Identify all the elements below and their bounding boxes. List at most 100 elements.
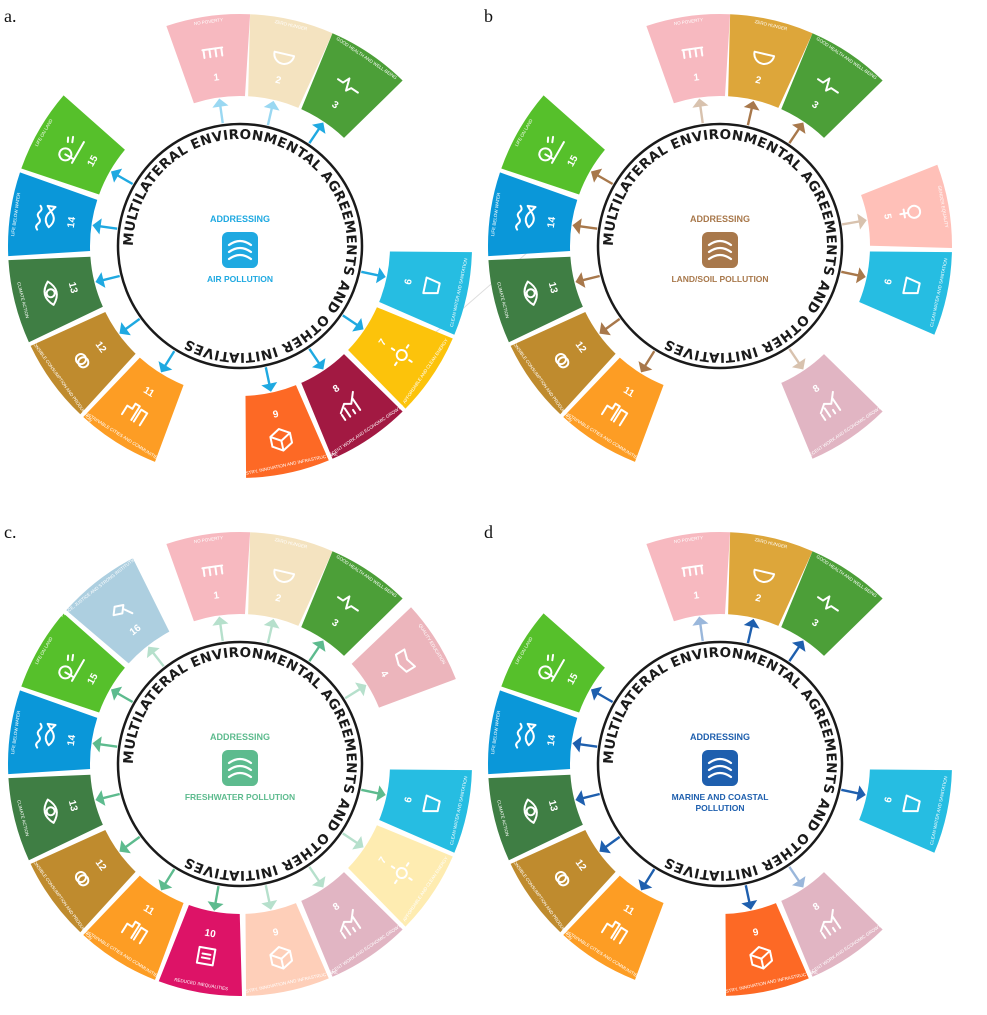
sdg-9-arrowhead (261, 900, 278, 910)
sdg-15-goal-icon (538, 135, 565, 164)
sdg-2-number: 2 (274, 75, 282, 87)
sdg-15-link-arrow (114, 172, 134, 186)
hub-topic-label: MARINE AND COASTAL (672, 792, 769, 802)
sdg-3-goal-icon (817, 77, 839, 94)
sdg-12-goal-icon (554, 353, 570, 369)
sdg-13-link-arrow (99, 274, 120, 283)
sdg-14-title: LIFE BELOW WATER (490, 710, 501, 755)
sdg-9-arrowhead (261, 382, 278, 392)
sdg-1-title: NO POVERTY (674, 535, 704, 544)
sdg-7-arrowhead (352, 835, 364, 850)
sdg-14-arrowhead (92, 736, 102, 753)
sdg-6-goal-icon (422, 276, 441, 295)
sdg-14-link-arrow (97, 224, 118, 230)
sdg-3-goal-icon (337, 77, 359, 94)
sdg-3-link-arrow (308, 643, 322, 662)
sdg-5-link-arrow (841, 219, 863, 226)
sdg-segment-block-15-c (21, 613, 125, 713)
sdg-1-link-arrow (698, 103, 704, 124)
sdg-15-goal-icon (58, 653, 85, 682)
sdg-segment-block-3-b (781, 33, 883, 138)
sdg-12-link-arrow (122, 317, 141, 332)
land-soil-icon (702, 232, 738, 268)
sdg-12-arrowhead (119, 840, 131, 854)
sdg-10-goal-icon (195, 945, 217, 967)
sdg-15-number: 15 (86, 671, 101, 687)
sdg-9-link-arrow (264, 367, 272, 388)
sdg-segment-1-b: 1NO POVERTY (646, 13, 731, 124)
sdg-11-goal-icon (600, 402, 629, 427)
sdg-6-link-arrow (361, 788, 382, 796)
sdg-11-goal-icon (120, 920, 149, 945)
sdg-3-arrowhead (791, 640, 806, 652)
sdg-2-goal-icon (753, 568, 776, 583)
sdg-8-goal-icon (819, 390, 842, 421)
marine-wave-fish-icon (702, 750, 738, 786)
sdg-9-goal-icon (749, 946, 774, 970)
sdg-1-arrowhead (212, 98, 229, 108)
sdg-segment-block-8-b (781, 354, 883, 459)
sdg-2-arrowhead (263, 100, 280, 111)
sdg-8-arrowhead (311, 876, 326, 888)
sdg-14-title: LIFE BELOW WATER (490, 192, 501, 237)
sdg-14-number: 14 (546, 734, 559, 747)
sdg-9-number: 9 (272, 927, 280, 939)
sdg-8-arrowhead (791, 876, 806, 888)
sdg-2-link-arrow (746, 105, 754, 126)
sdg-segment-block-1-d (646, 532, 731, 622)
sdg-segment-block-11-d (563, 875, 664, 980)
sdg-segment-block-16-c (66, 558, 170, 664)
sdg-4-arrowhead (355, 682, 367, 697)
sdg-11-arrowhead (158, 879, 173, 891)
sdg-segment-block-1-a (166, 13, 251, 104)
sdg-segment-1-c: 1NO POVERTY (166, 532, 251, 642)
sdg-12-link-arrow (602, 835, 621, 850)
sdg-11-link-arrow (162, 350, 176, 369)
sdg-13-number: 13 (66, 281, 79, 295)
sdg-1-goal-icon (201, 46, 224, 60)
sdg-6-arrowhead (856, 267, 866, 284)
sdg-9-goal-icon (269, 946, 294, 970)
sdg-1-number: 1 (213, 72, 220, 84)
sdg-15-goal-icon (58, 135, 85, 164)
sdg-6-arrowhead (856, 785, 866, 802)
sdg-3-link-arrow (308, 125, 322, 144)
sdg-9-arrowhead (741, 900, 758, 910)
sdg-15-number: 15 (566, 153, 581, 169)
sdg-10-link-arrow (213, 885, 220, 907)
sdg-segment-block-7-c (348, 825, 453, 927)
wind-icon (222, 232, 258, 268)
sdg-segment-block-7-a (348, 307, 453, 409)
sdg-3-number: 3 (809, 617, 820, 629)
sdg-segment-1-d: 1NO POVERTY (646, 532, 731, 642)
sdg-15-goal-icon (538, 653, 565, 682)
sdg-13-goal-icon (523, 280, 538, 306)
sdg-16-goal-icon (112, 603, 134, 617)
sdg-8-link-arrow (788, 866, 802, 885)
sdg-7-link-arrow (342, 314, 361, 328)
sdg-2-link-arrow (266, 105, 274, 126)
sdg-11-link-arrow (642, 350, 656, 369)
sdg-14-link-arrow (577, 224, 598, 230)
sdg-6-number: 6 (403, 278, 415, 286)
sdg-3-number: 3 (329, 99, 340, 111)
sdg-3-arrowhead (791, 122, 806, 134)
sdg-15-arrowhead (590, 686, 603, 701)
sdg-segment-1-a: 1NO POVERTY (166, 13, 251, 124)
sdg-11-arrowhead (638, 879, 653, 891)
sdg-13-link-arrow (579, 792, 600, 801)
sdg-segment-block-8-d (781, 872, 883, 977)
sdg-1-link-arrow (218, 621, 224, 642)
sdg-13-goal-icon (43, 280, 58, 306)
sdg-14-arrowhead (572, 218, 582, 235)
sdg-12-arrowhead (599, 322, 611, 336)
